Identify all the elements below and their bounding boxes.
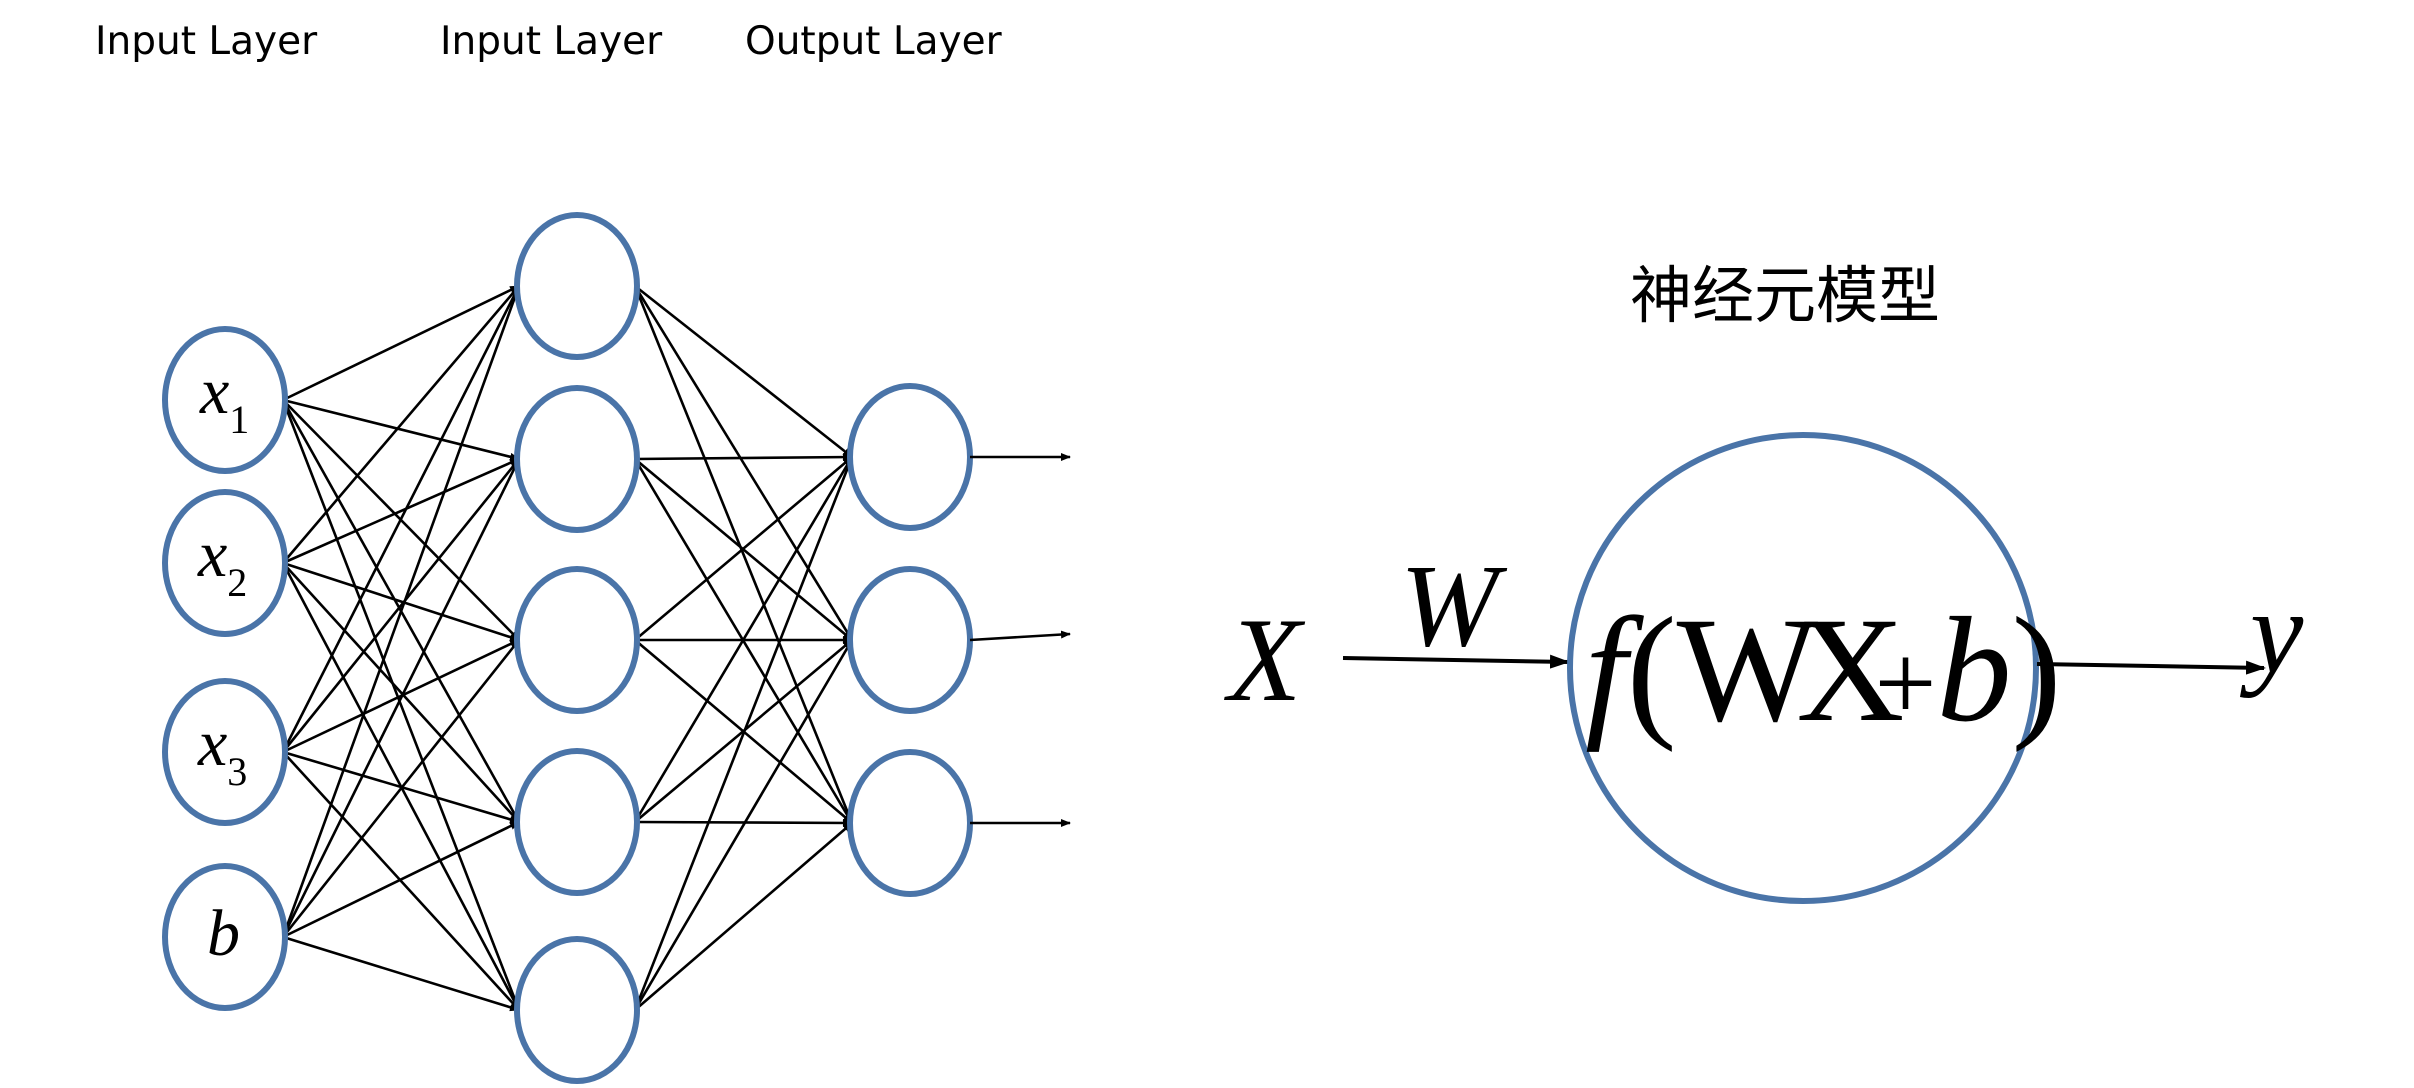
input-label-x1: x1 [199,355,249,442]
network-nodes [162,212,973,1084]
edge-input-3-to-hidden-1 [281,285,521,753]
input-label-x3: x3 [197,707,247,794]
input-layer-label: Input Layer [95,19,318,64]
edge-input-2-to-hidden-2 [282,457,520,565]
input-node-labels: x1 x2 x3 b [197,355,249,970]
input-node-3 [162,678,288,826]
hidden-layer-label: Input Layer [440,19,663,64]
edge-input-3-to-hidden-5 [282,751,520,1011]
neuron-circle [1567,432,2039,904]
edge-input-4-to-hidden-1 [281,285,521,938]
edge-input-2-to-hidden-3 [282,561,520,642]
neuron-model-title: 神经元模型 [1630,259,1940,332]
hidden-node-1 [514,212,640,360]
edge-hidden-1-to-output-1 [634,284,853,459]
edge-input-4-to-hidden-3 [281,639,521,938]
hidden-node-4 [514,748,640,896]
edge-input-2-to-hidden-1 [282,285,520,564]
output-arrow [2036,660,2266,675]
edge-input-1-to-hidden-2 [282,398,520,461]
input-arrow [1342,654,1570,669]
edge-input-2-to-hidden-4 [282,562,520,823]
edge-input-3-to-hidden-2 [281,458,521,753]
hidden-node-3 [514,566,640,714]
edge-hidden-1-to-output-3 [633,285,854,824]
weight-symbol-W: W [1400,540,1508,671]
edge-hidden-2-to-output-1 [634,453,853,462]
edge-input-4-to-hidden-2 [281,458,521,938]
edge-input-4-to-hidden-4 [282,820,520,939]
neuron-function: f(WX+b) [1585,587,2062,753]
output-node-3 [847,749,973,897]
hidden-node-2 [514,385,640,533]
input-symbol-X: X [1224,593,1306,726]
input-label-x2: x2 [197,518,247,605]
hidden-node-5 [514,936,640,1084]
edge-input-1-to-hidden-5 [281,399,521,1011]
edge-hidden-5-to-output-2 [633,639,854,1011]
output-symbol-y: y [2239,565,2304,698]
output-node-1 [847,383,973,531]
input-node-4 [162,863,288,1011]
edge-input-4-to-hidden-5 [282,935,520,1012]
output-arrows [969,453,1071,827]
output-node-2 [847,566,973,714]
edge-hidden-3-to-output-1 [634,456,853,641]
edge-hidden-5-to-output-3 [634,822,853,1011]
edge-hidden-4-to-output-1 [633,456,854,823]
output-arrow-2 [969,630,1071,642]
edge-hidden-5-to-output-1 [633,456,854,1011]
edge-input-1-to-hidden-1 [282,284,520,402]
input-node-1 [162,326,288,474]
input-node-2 [162,489,288,637]
network-edges [281,284,854,1012]
neuron-model: 神经元模型 X W f(WX+b) y [1224,259,2304,904]
edge-hidden-1-to-output-2 [633,285,854,641]
input-label-b: b [207,897,240,970]
output-layer-label: Output Layer [745,19,1003,64]
